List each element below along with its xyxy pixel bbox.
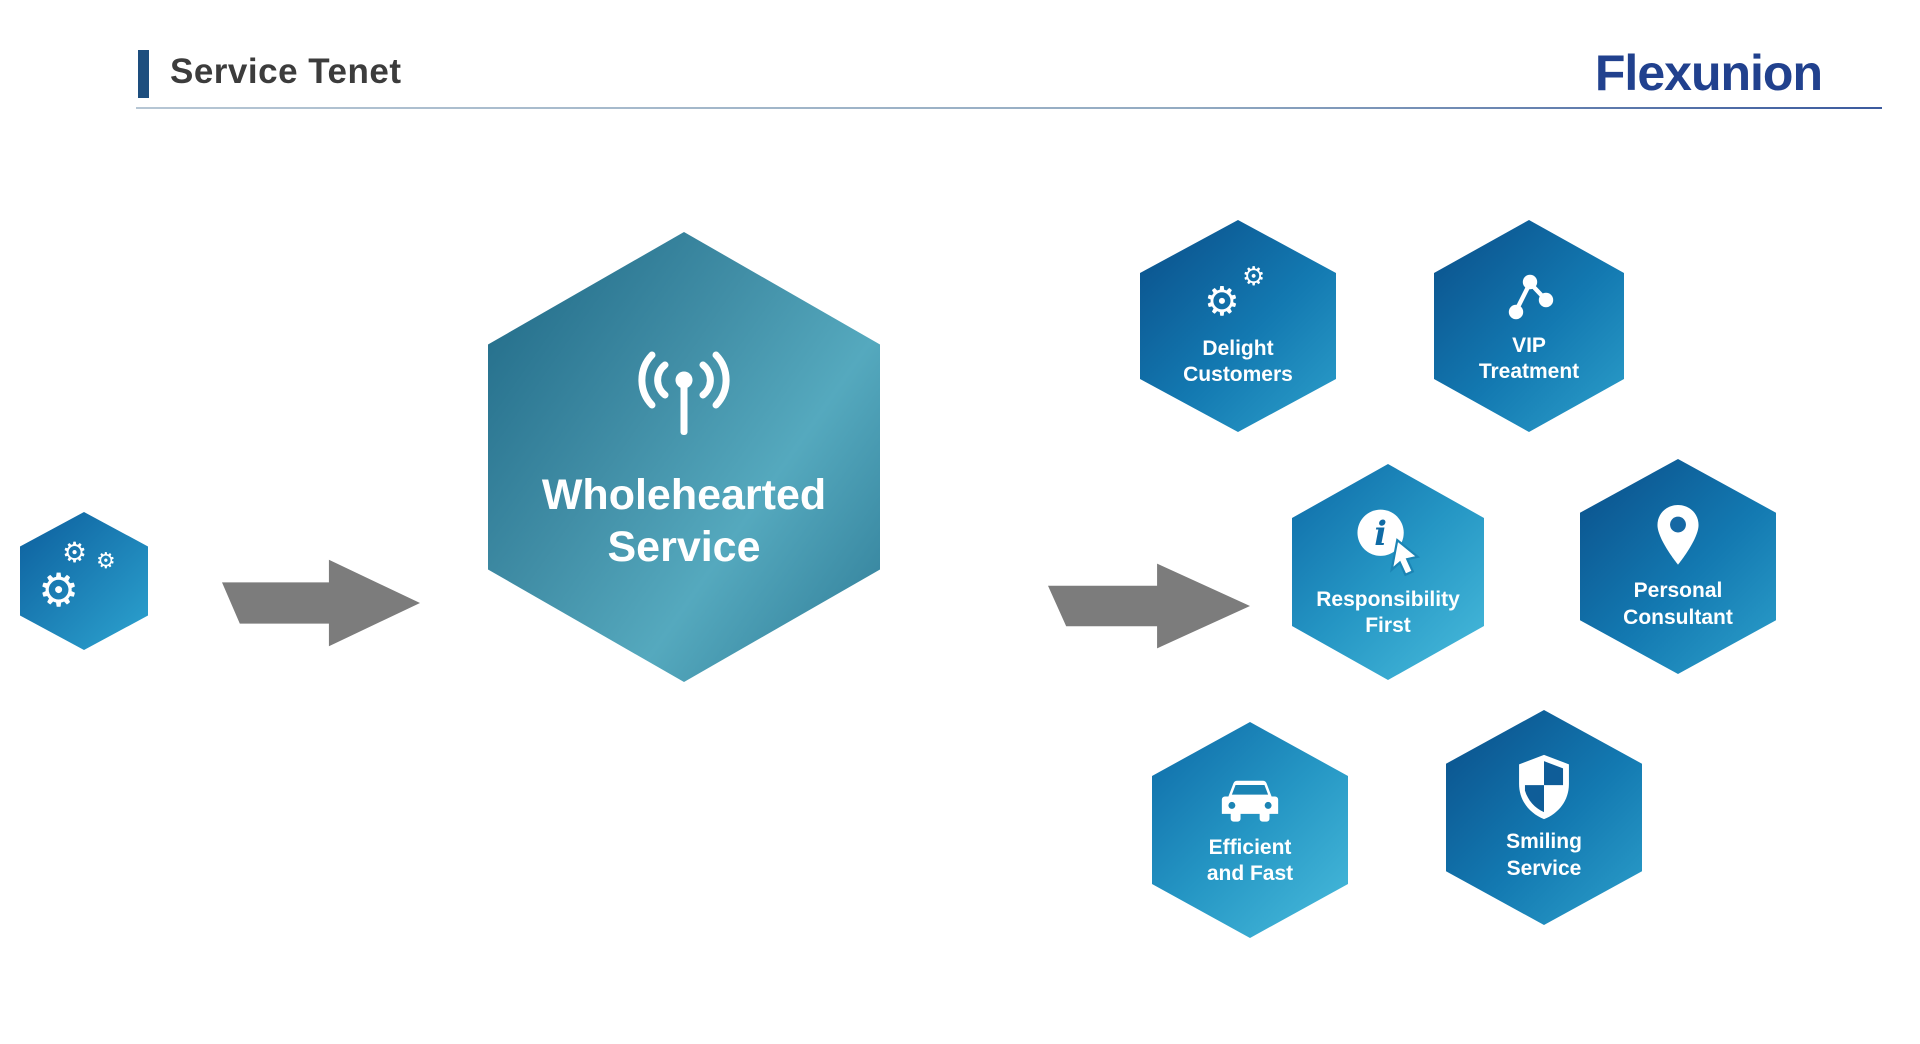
hexagon-label-smiling-service: Smiling Service [1506,830,1582,880]
flexunion-logo: Flexunion [1594,45,1823,101]
svg-text:i: i [1374,514,1387,553]
gears-icon: ⚙ ⚙ ⚙ [32,539,136,623]
gear-icon: ⚙ [96,549,116,574]
gear-icon: ⚙ [62,536,88,569]
input-hexagon-gears: ⚙ ⚙ ⚙ [20,512,148,650]
flow-arrow-right [1048,563,1250,649]
info-touch-icon: i [1349,505,1427,579]
gears-icon: ⚙ ⚙ [1200,264,1276,328]
hexagon-label-delight-customers: Delight Customers [1183,336,1293,386]
hexagon-label-vip-treatment: VIP Treatment [1478,333,1580,383]
hexagon-label-efficient-and-fast: Efficient and Fast [1206,835,1294,885]
header-divider [136,107,1882,109]
flow-arrow-left [222,559,420,647]
broadcast-antenna-icon [618,341,750,441]
gear-icon: ⚙ [1242,261,1266,292]
result-hexagon-efficient-and-fast: Efficient and Fast [1152,722,1348,938]
result-hexagon-personal-consultant: Personal Consultant [1580,459,1776,674]
title-accent-bar [138,50,149,98]
page-title: Service Tenet [170,52,402,91]
center-hexagon-wholehearted-service: Wholehearted Service [488,232,880,682]
shield-icon [1514,753,1574,821]
car-icon [1215,773,1285,827]
location-pin-icon [1650,502,1706,570]
gear-icon: ⚙ [38,563,80,617]
result-hexagon-vip-treatment: VIP Treatment [1434,220,1624,432]
hexagon-label-personal-consultant: Personal Consultant [1623,579,1733,629]
hexagon-label-responsibility-first: Responsibility First [1316,587,1460,637]
result-hexagon-smiling-service: Smiling Service [1446,710,1642,925]
result-hexagon-responsibility-first: i Responsibility First [1292,464,1484,680]
center-hexagon-label: Wholehearted Service [541,470,827,571]
network-share-icon [1498,267,1560,325]
gear-icon: ⚙ [1204,278,1240,325]
result-hexagon-delight-customers: ⚙ ⚙ Delight Customers [1140,220,1336,432]
